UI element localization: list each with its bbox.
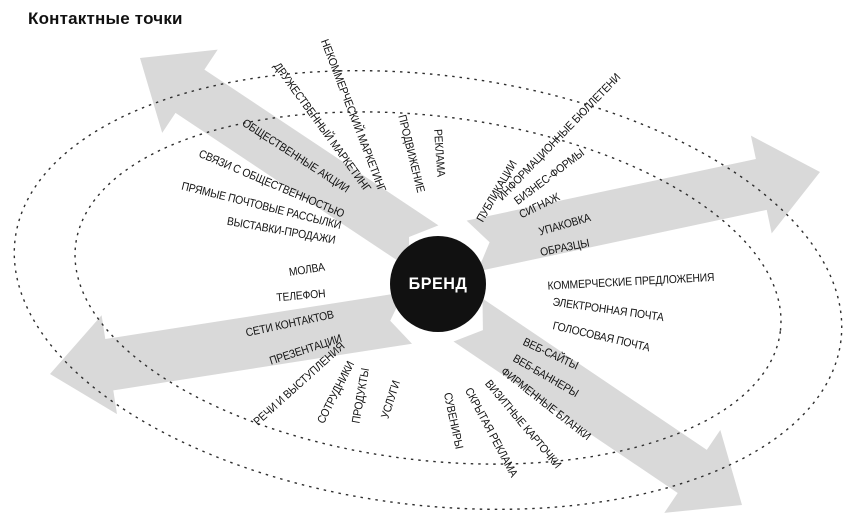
- arrow-upper-left: [140, 49, 439, 269]
- brand-center-label: БРЕНД: [408, 274, 468, 293]
- page-title: Контактные точки: [28, 9, 183, 28]
- orbit-ellipse: [13, 69, 843, 511]
- touchpoint-label: РЕКЛАМА: [431, 128, 447, 178]
- brand-circle: [390, 236, 486, 332]
- orbit-ellipse: [74, 111, 782, 465]
- arrow-left: [50, 292, 412, 415]
- arrow-lower-right: [453, 298, 742, 513]
- arrow-upper-right: [466, 135, 820, 272]
